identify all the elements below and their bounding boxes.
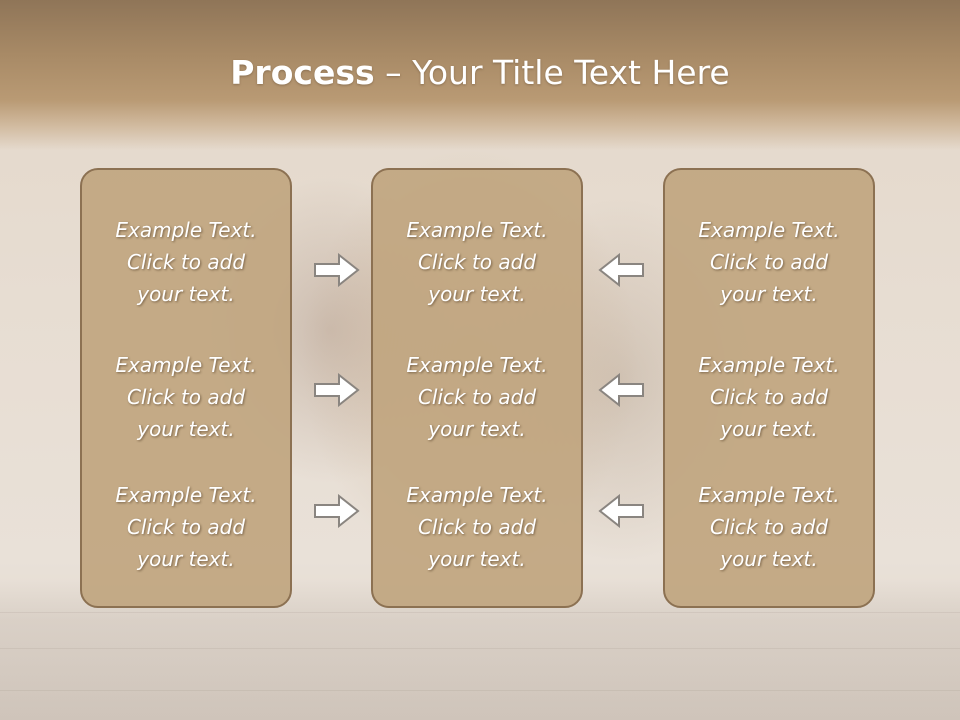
- text-line: Example Text.: [698, 353, 840, 377]
- text-line: Example Text.: [115, 353, 257, 377]
- text-line: your text.: [137, 417, 235, 441]
- text-placeholder[interactable]: Example Text. Click to add your text.: [665, 479, 873, 575]
- text-line: Example Text.: [698, 218, 840, 242]
- text-placeholder[interactable]: Example Text. Click to add your text.: [373, 214, 581, 310]
- text-placeholder[interactable]: Example Text. Click to add your text.: [665, 214, 873, 310]
- text-line: Example Text.: [406, 218, 548, 242]
- title-bold: Process: [230, 53, 375, 92]
- text-line: Click to add: [126, 385, 246, 409]
- text-placeholder[interactable]: Example Text. Click to add your text.: [82, 214, 290, 310]
- arrow-right-icon: [313, 253, 361, 287]
- text-line: your text.: [720, 282, 818, 306]
- text-line: your text.: [137, 282, 235, 306]
- text-line: Click to add: [709, 385, 829, 409]
- title-bar: [0, 0, 960, 150]
- text-placeholder[interactable]: Example Text. Click to add your text.: [82, 479, 290, 575]
- process-panel-center[interactable]: Example Text. Click to add your text. Ex…: [371, 168, 583, 608]
- floor-line: [0, 648, 960, 649]
- process-panel-left[interactable]: Example Text. Click to add your text. Ex…: [80, 168, 292, 608]
- arrow-left-icon: [597, 253, 645, 287]
- text-line: your text.: [428, 547, 526, 571]
- text-placeholder[interactable]: Example Text. Click to add your text.: [82, 349, 290, 445]
- text-line: Click to add: [709, 515, 829, 539]
- text-line: Click to add: [126, 250, 246, 274]
- text-line: Example Text.: [406, 483, 548, 507]
- arrow-right-icon: [313, 373, 361, 407]
- text-placeholder[interactable]: Example Text. Click to add your text.: [373, 479, 581, 575]
- text-line: Example Text.: [115, 483, 257, 507]
- text-placeholder[interactable]: Example Text. Click to add your text.: [665, 349, 873, 445]
- text-line: Example Text.: [115, 218, 257, 242]
- arrow-left-icon: [597, 494, 645, 528]
- text-line: Click to add: [126, 515, 246, 539]
- arrow-right-icon: [313, 494, 361, 528]
- text-placeholder[interactable]: Example Text. Click to add your text.: [373, 349, 581, 445]
- text-line: Example Text.: [698, 483, 840, 507]
- text-line: Click to add: [417, 385, 537, 409]
- floor-line: [0, 612, 960, 613]
- text-line: Click to add: [417, 250, 537, 274]
- text-line: your text.: [720, 547, 818, 571]
- slide-title[interactable]: Process – Your Title Text Here: [0, 53, 960, 92]
- text-line: your text.: [428, 417, 526, 441]
- text-line: your text.: [137, 547, 235, 571]
- text-line: Click to add: [417, 515, 537, 539]
- text-line: your text.: [428, 282, 526, 306]
- floor-line: [0, 690, 960, 691]
- text-line: Example Text.: [406, 353, 548, 377]
- text-line: Click to add: [709, 250, 829, 274]
- process-panel-right[interactable]: Example Text. Click to add your text. Ex…: [663, 168, 875, 608]
- text-line: your text.: [720, 417, 818, 441]
- arrow-left-icon: [597, 373, 645, 407]
- title-rest: – Your Title Text Here: [374, 53, 730, 92]
